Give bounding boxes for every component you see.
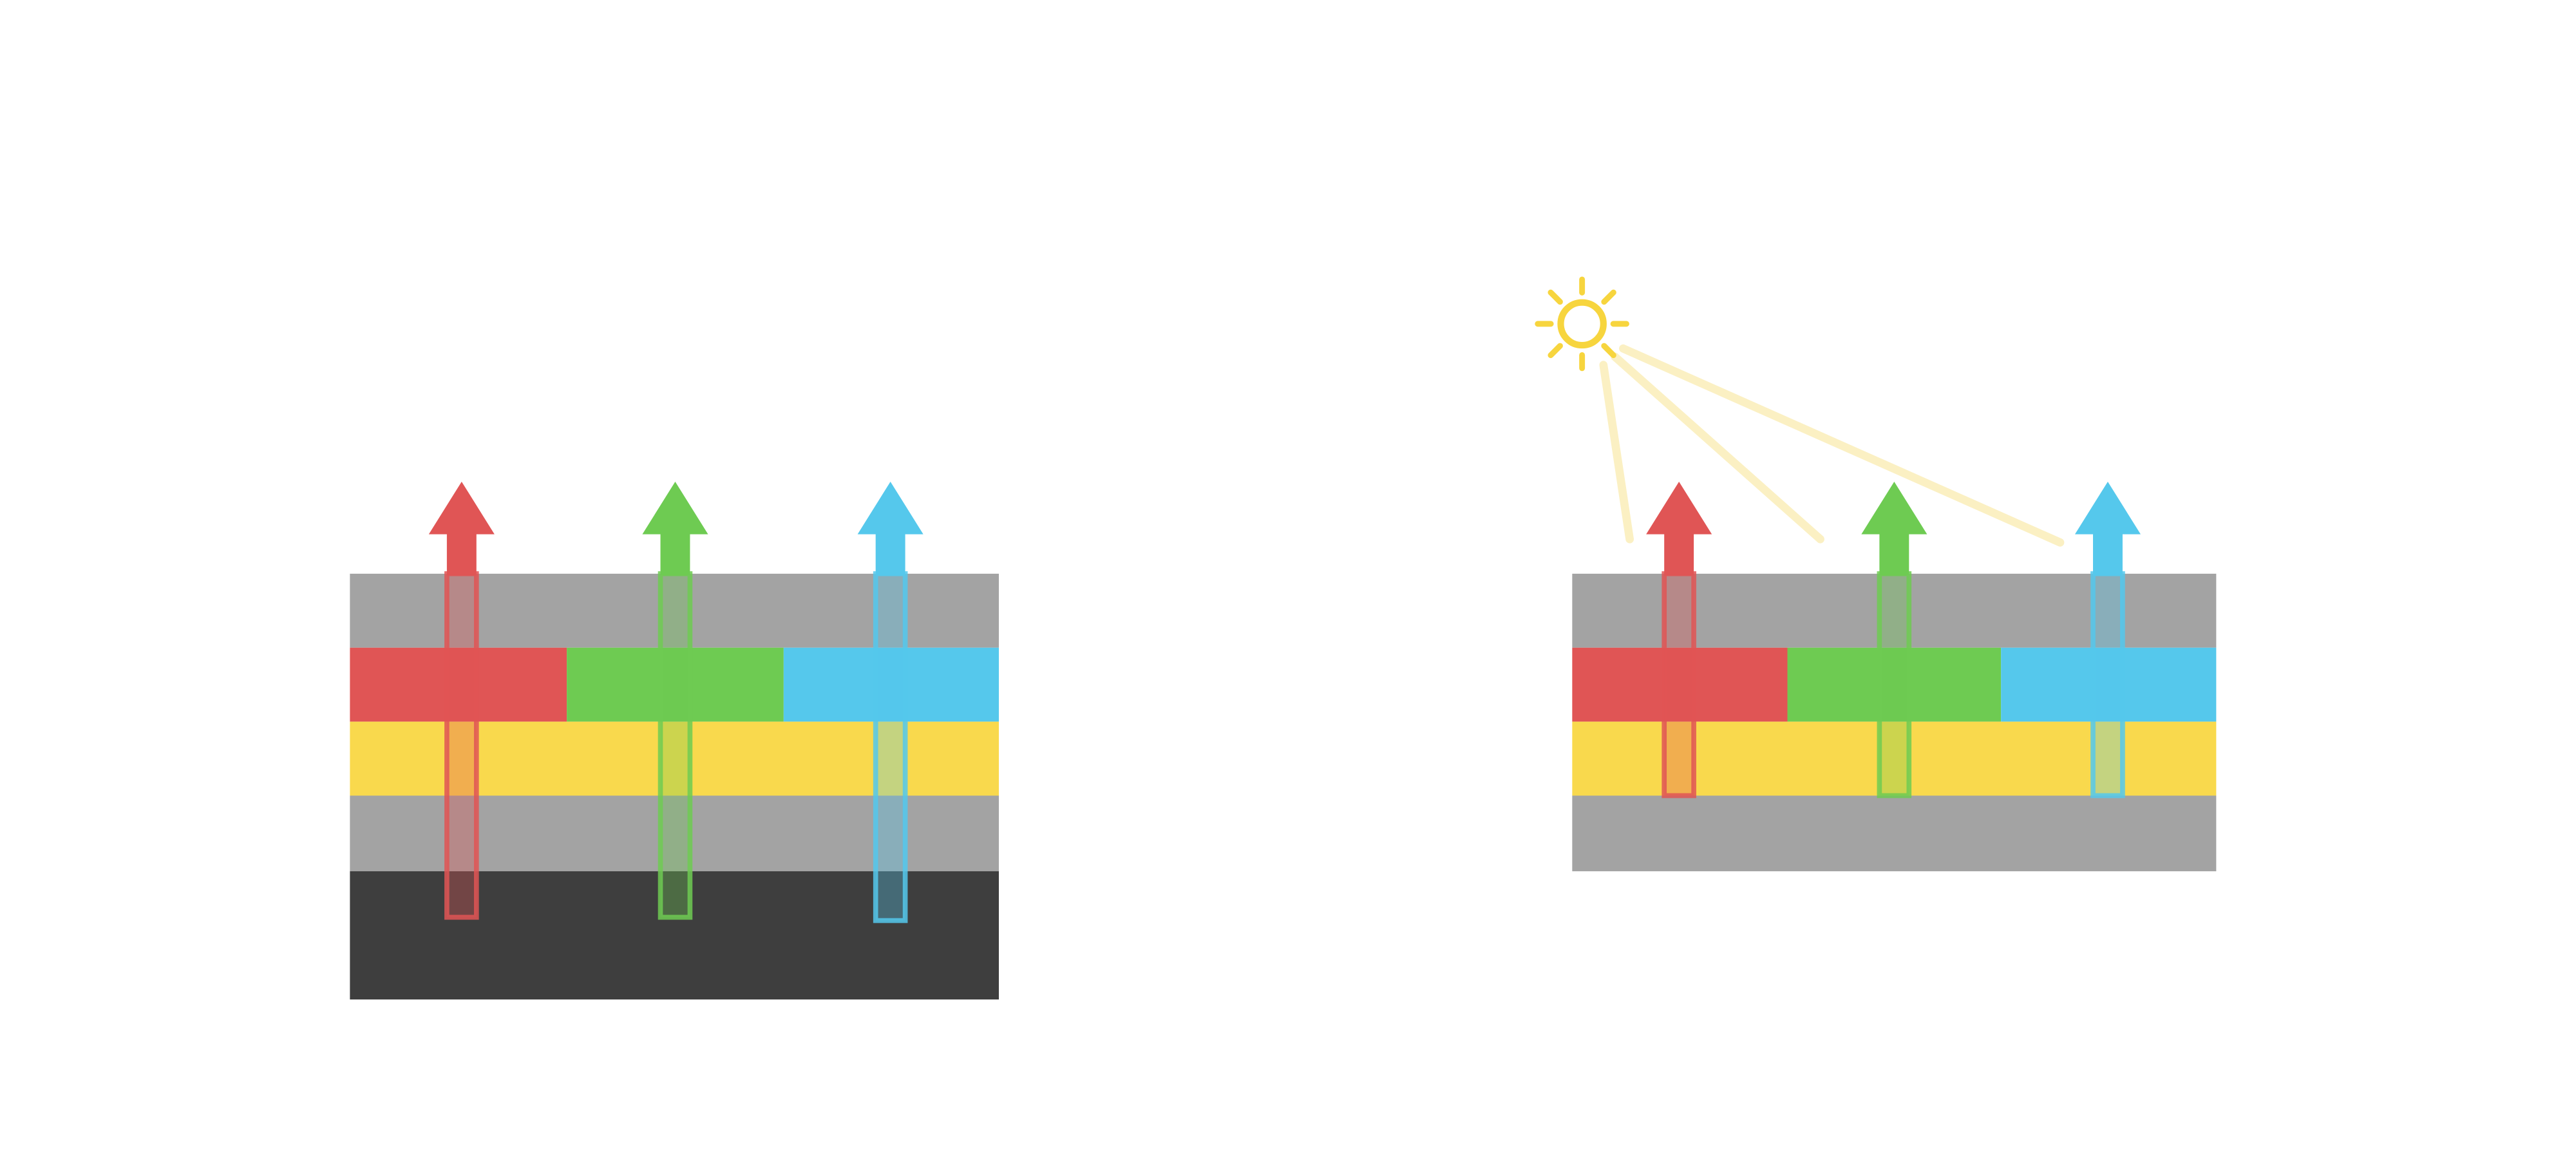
backlight-layer (350, 871, 999, 1000)
sun-ray (1601, 289, 1616, 305)
arrow-shaft-translucent (2090, 571, 2125, 799)
color-filter-red (1572, 647, 1788, 722)
sun-ray (1548, 289, 1563, 305)
reflector-layer (1572, 795, 2217, 871)
red-light-arrow (428, 481, 495, 920)
light-beam (1611, 352, 1824, 544)
reflective-display-diagram (1535, 276, 2217, 871)
liquid-crystal-layer (350, 721, 999, 796)
arrow-head-solid (642, 481, 708, 576)
liquid-crystal-layer (1572, 721, 2217, 796)
color-filter-blue (783, 647, 999, 722)
arrow-head-solid (2074, 481, 2141, 576)
arrow-shaft-translucent (444, 571, 479, 920)
color-filter-green (1787, 647, 2002, 722)
arrow-head-solid (857, 481, 923, 576)
sun-ray (1548, 343, 1563, 359)
color-filter-green (567, 647, 784, 722)
light-beam (1599, 361, 1634, 544)
color-filter-red (350, 647, 567, 722)
sun-core (1557, 299, 1607, 349)
green-light-arrow (1861, 481, 1927, 799)
top-glass-layer (350, 573, 999, 648)
color-filter-blue (2001, 647, 2217, 722)
arrow-shaft-translucent (1877, 571, 1912, 799)
top-glass-layer (1572, 573, 2217, 648)
arrow-head-solid (1646, 481, 1712, 576)
backlit-display-diagram (350, 481, 999, 1000)
light-beam (1619, 344, 2065, 547)
green-light-arrow (642, 481, 708, 920)
sun-ray (1601, 343, 1616, 359)
lower-glass-layer (350, 795, 999, 871)
blue-light-arrow (857, 481, 923, 923)
sun-icon (1535, 276, 1629, 372)
blue-light-arrow (2074, 481, 2141, 799)
arrow-head-solid (428, 481, 495, 576)
arrow-shaft-translucent (873, 571, 908, 923)
arrow-shaft-translucent (1662, 571, 1696, 799)
red-light-arrow (1646, 481, 1712, 799)
arrow-head-solid (1861, 481, 1927, 576)
arrow-shaft-translucent (658, 571, 693, 920)
